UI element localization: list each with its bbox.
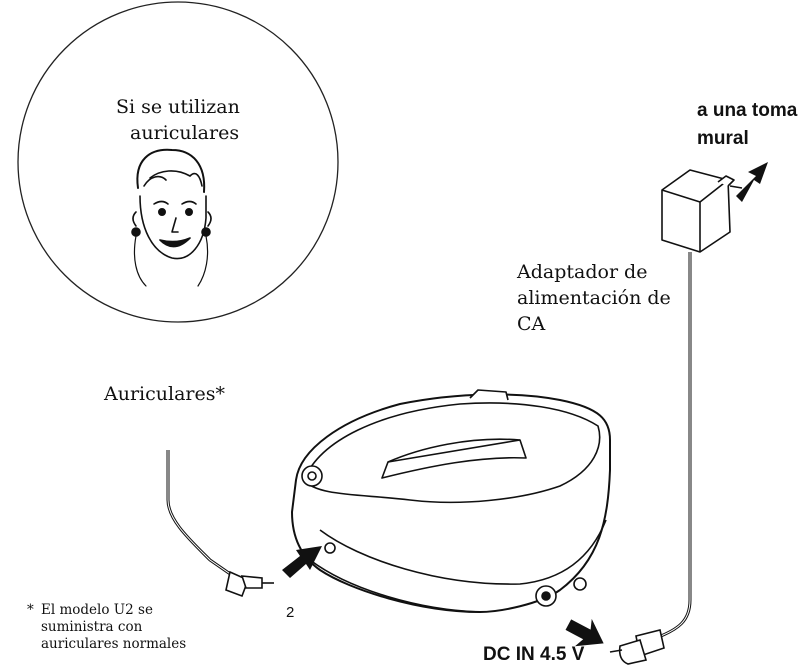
callout-line-1: Si se utilizan bbox=[116, 96, 240, 118]
callout-circle bbox=[17, 1, 339, 323]
ac-adapter-icon bbox=[661, 169, 743, 253]
adapter-label-line-1: Adaptador de bbox=[517, 261, 648, 283]
outlet-label-line-2: mural bbox=[697, 128, 749, 149]
dc-plug-icon bbox=[609, 629, 665, 665]
outlet-arrow-icon bbox=[736, 162, 768, 202]
headphone-jack-arrow-icon bbox=[282, 546, 322, 578]
outlet-label-line-1: a una toma bbox=[697, 100, 798, 121]
face-with-earphones-icon bbox=[131, 148, 212, 287]
step-number: 2 bbox=[286, 604, 295, 621]
adapter-label-line-2: alimentación de bbox=[517, 287, 671, 309]
footnote-marker: * bbox=[27, 602, 34, 618]
dc-in-arrow-icon bbox=[565, 618, 604, 647]
footnote-line-1: El modelo U2 se bbox=[41, 602, 153, 618]
headphones-label: Auriculares* bbox=[104, 383, 225, 405]
dc-in-label: DC IN 4.5 V bbox=[483, 644, 585, 665]
headphone-cable bbox=[166, 450, 237, 580]
adapter-label-line-3: CA bbox=[517, 313, 546, 335]
callout-line-2: auriculares bbox=[130, 122, 240, 144]
footnote-line-2: suministra con bbox=[41, 619, 143, 635]
cd-player-icon bbox=[291, 389, 611, 613]
headphone-plug-icon bbox=[225, 570, 274, 598]
footnote-line-3: auriculares normales bbox=[41, 636, 187, 652]
